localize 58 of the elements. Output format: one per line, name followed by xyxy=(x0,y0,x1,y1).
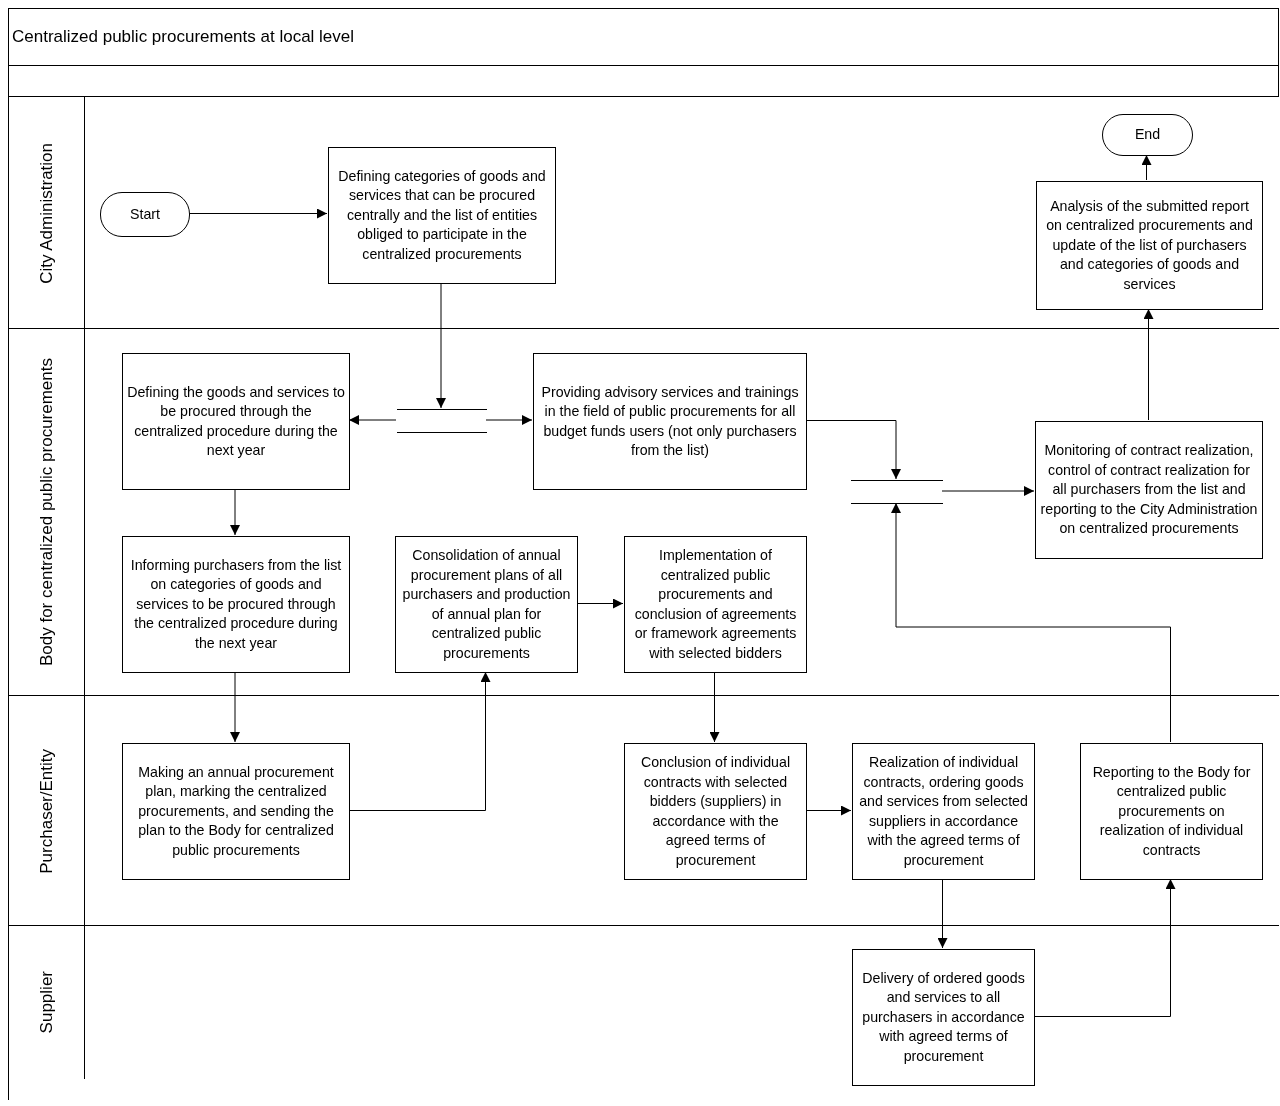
process-box xyxy=(1036,181,1263,310)
arrow xyxy=(937,878,948,949)
arrow xyxy=(709,671,720,743)
arrow xyxy=(485,415,533,425)
arrow xyxy=(805,805,852,816)
step-text: Conclusion of individual contracts with selected bidders (suppliers) in accordance with the agreed terms of procurement xyxy=(639,753,792,870)
lane-label: Supplier xyxy=(36,971,57,1034)
arrow xyxy=(348,671,491,811)
step-text: Start xyxy=(130,204,160,224)
arrow xyxy=(891,502,1171,743)
process-box xyxy=(328,147,556,284)
arrow xyxy=(436,282,446,409)
process-box xyxy=(852,949,1035,1086)
process-box xyxy=(1035,421,1263,559)
step-text: Providing advisory services and trainings in the field of public procurements for all budget funds users (not only purchasers from the list) xyxy=(540,382,800,460)
process-box xyxy=(1080,743,1263,880)
process-box xyxy=(624,536,807,673)
step-text: Defining the goods and services to be procured through the centralized procedure during the next year xyxy=(127,382,345,460)
lane-label: City Administration xyxy=(36,142,57,284)
process-box xyxy=(852,743,1035,880)
arrow xyxy=(188,208,328,219)
terminal-shape xyxy=(1102,114,1193,156)
arrow xyxy=(230,671,240,743)
arrow xyxy=(941,486,1035,496)
arrow xyxy=(1143,308,1154,421)
process-box xyxy=(395,536,578,673)
fork-bar xyxy=(851,480,943,504)
process-box xyxy=(533,353,807,490)
terminal-shape xyxy=(100,192,190,237)
swimlane xyxy=(8,695,1279,925)
arrow xyxy=(348,415,397,425)
process-box xyxy=(122,353,350,490)
arrow xyxy=(576,598,624,609)
process-box xyxy=(624,743,807,880)
step-text: Defining categories of goods and services that can be procured centrally and the list of entities obliged to participate in the centralized procurements xyxy=(337,166,547,264)
swimlane xyxy=(8,925,1279,1100)
step-text: Reporting to the Body for centralized public procurements on realization of individual contracts xyxy=(1091,762,1252,860)
arrow xyxy=(1141,154,1152,181)
step-text: Implementation of centralized public procurements and conclusion of agreements or framework agreements with selected bidders xyxy=(633,546,798,663)
step-text: End xyxy=(1134,125,1161,145)
step-text: Analysis of the submitted report on centralized procurements and update of the list of purchasers and categories of goods and services xyxy=(1045,196,1254,294)
process-box xyxy=(122,743,350,880)
arrow xyxy=(1033,878,1176,1017)
step-text: Delivery of ordered goods and services to all purchasers in accordance with agreed terms of procurement xyxy=(861,968,1026,1066)
step-text: Monitoring of contract realization, control of contract realization for all purchasers from the list and reporting to the City Administration on centralized procurements xyxy=(1040,441,1258,539)
step-text: Realization of individual contracts, ordering goods and services from selected suppliers in accordance with the agreed terms of procurement xyxy=(858,753,1029,870)
process-box xyxy=(122,536,350,673)
step-text: Making an annual procurement plan, marking the centralized procurements, and sending the plan to the Body for centralized public procurements xyxy=(137,762,335,860)
step-text: Consolidation of annual procurement plans of all purchasers and production of annual plan for centralized public procurements xyxy=(401,546,572,663)
step-text: Informing purchasers from the list on categories of goods and services to be procured through the centralized procedure during the next year xyxy=(129,555,343,653)
arrow xyxy=(805,420,901,480)
fork-bar xyxy=(397,409,487,433)
swimlane xyxy=(8,328,1279,695)
swimlane xyxy=(8,96,1279,328)
lane-label: Purchaser/Entity xyxy=(36,748,57,874)
arrow xyxy=(230,488,240,536)
diagram-title: Centralized public procurements at local level xyxy=(8,8,1279,66)
lane-label: Body for centralized public procurements xyxy=(36,358,57,667)
